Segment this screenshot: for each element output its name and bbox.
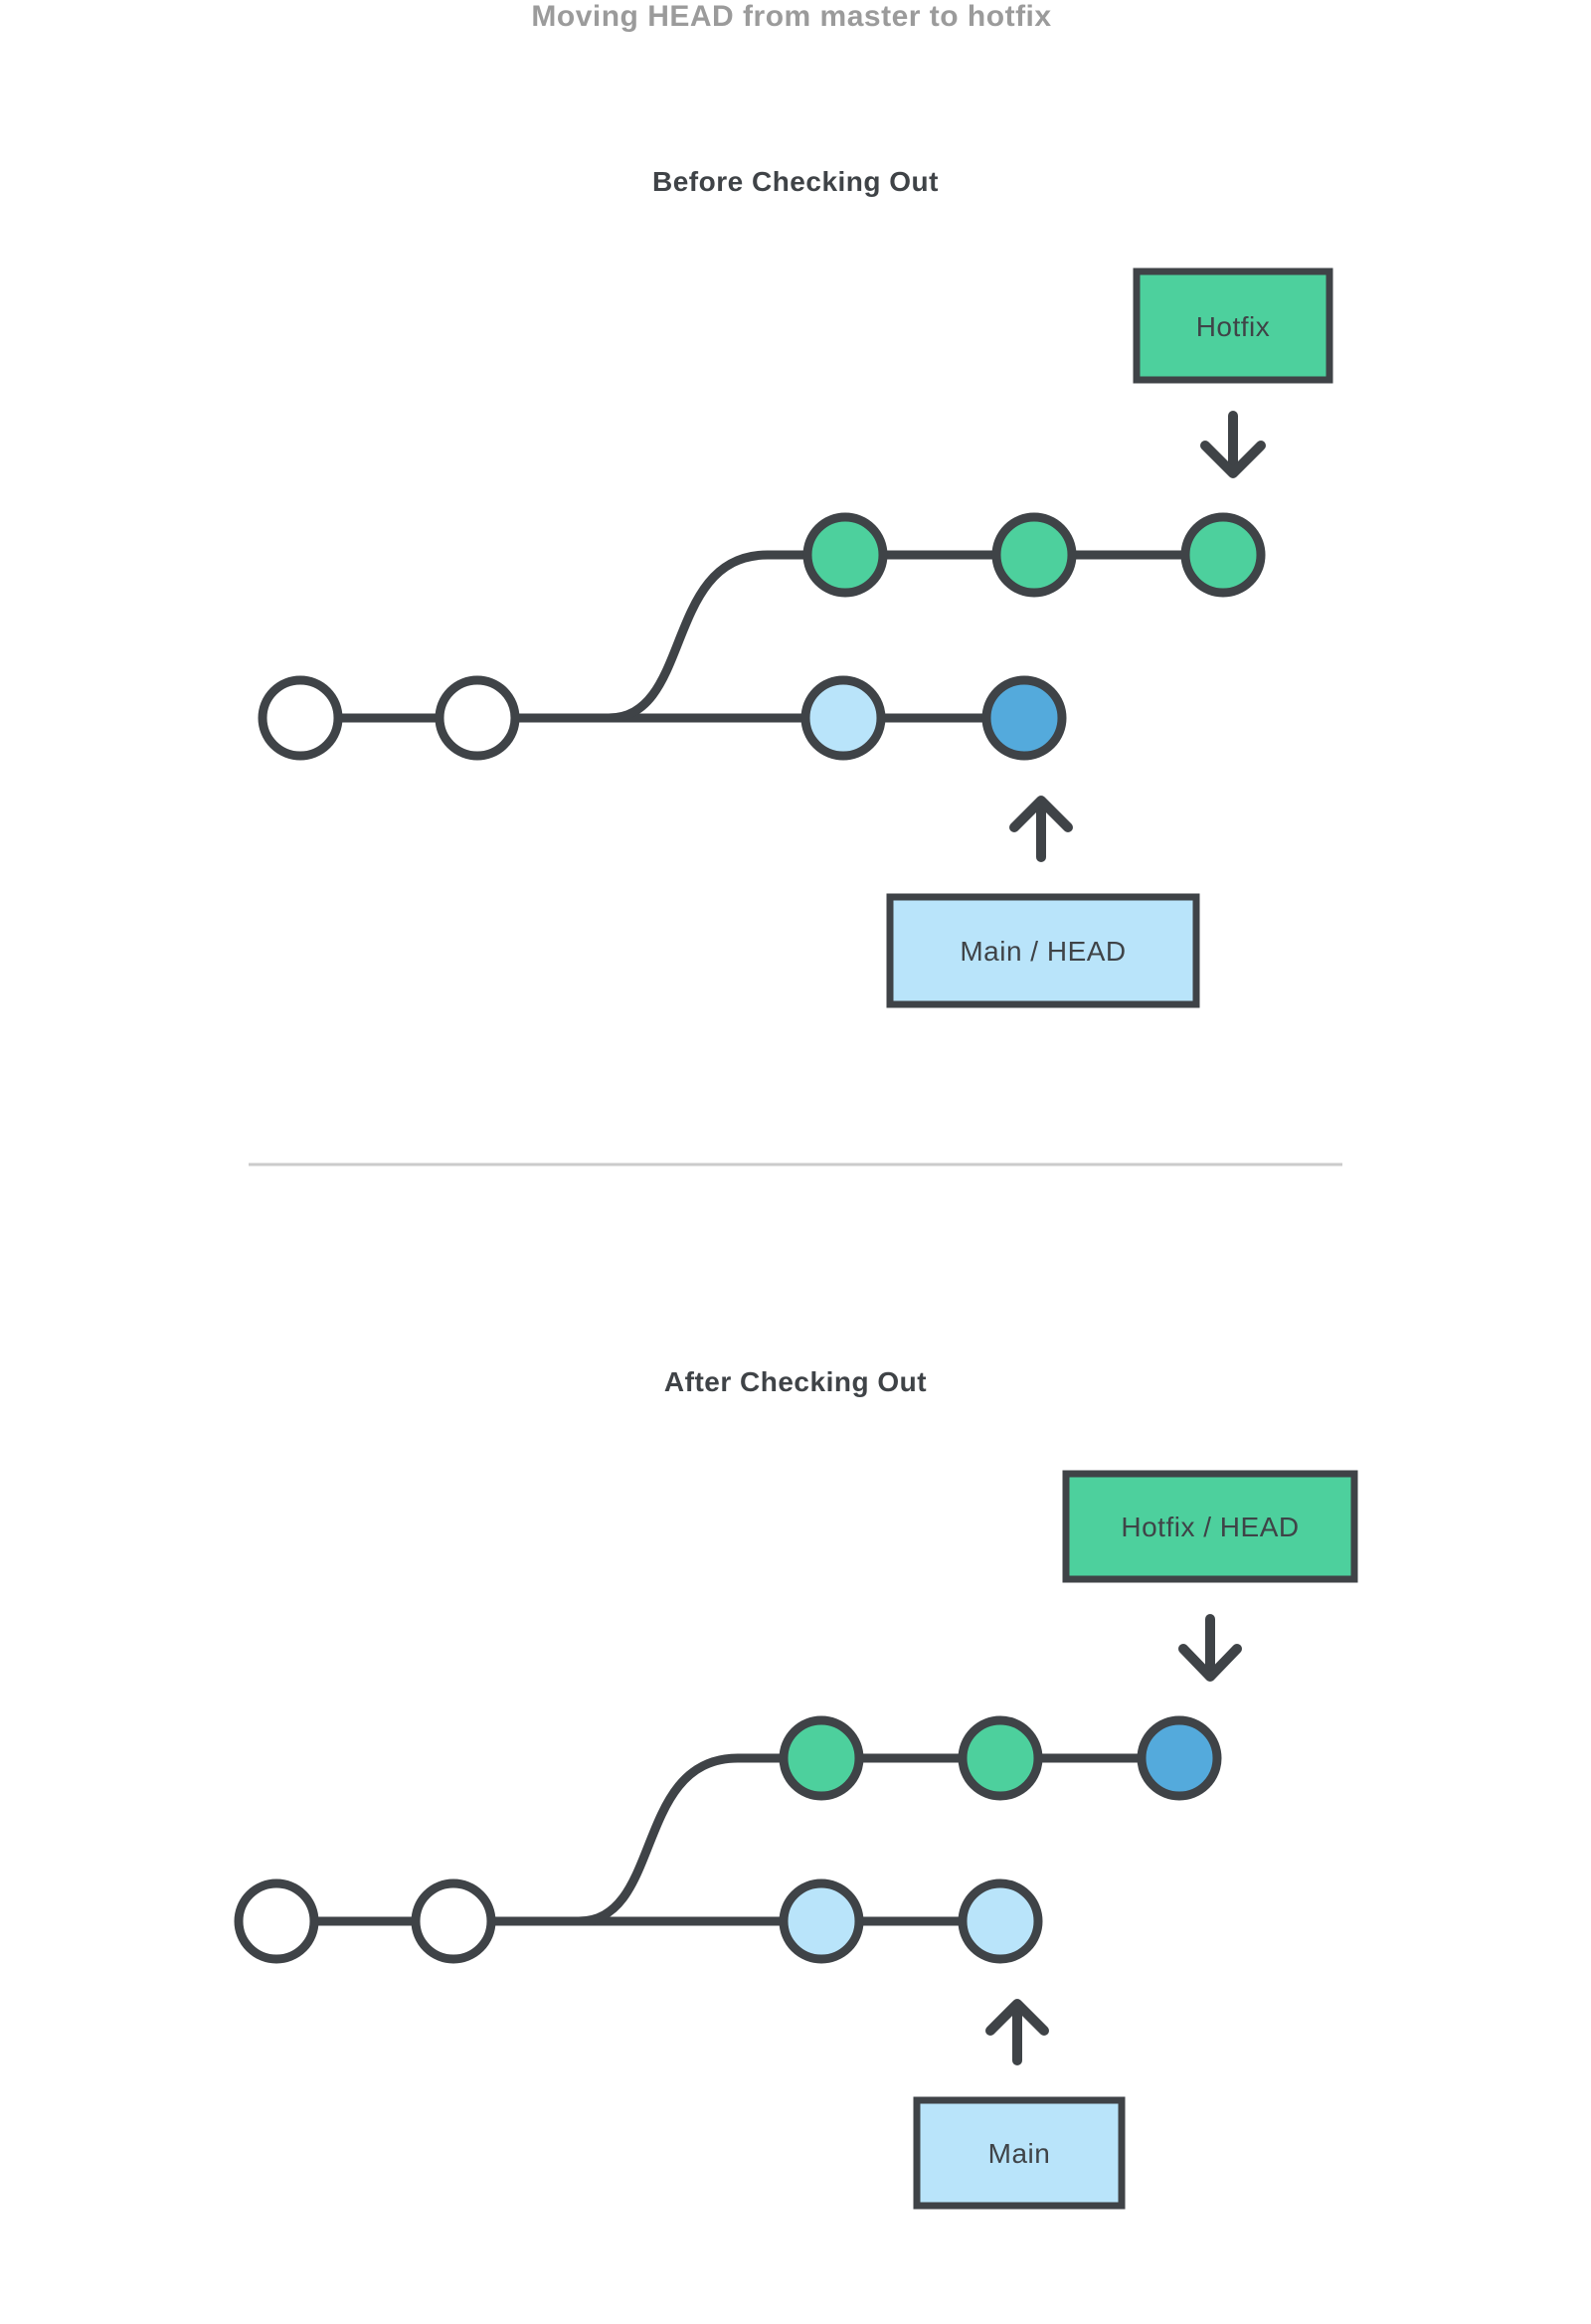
page-title: Moving HEAD from master to hotfix: [531, 0, 1051, 33]
before-main-commit-2: [435, 675, 520, 761]
before-main-commit-3: [800, 675, 886, 761]
after-main-label-box: [913, 2096, 1126, 2210]
after-hotfix-label-box: [1062, 1470, 1358, 1583]
up-arrow-head-icon: [985, 1999, 1049, 2036]
after-main-commit-3: [779, 1878, 864, 1964]
before-heading: Before Checking Out: [652, 166, 939, 197]
before-hotfix-commit-1: [802, 512, 888, 598]
before-hotfix-label: Hotfix: [1196, 311, 1271, 342]
up-arrow-head-icon: [1009, 796, 1073, 832]
after-branch-fork-curve: [578, 1753, 739, 1926]
after-main-commit-4: [958, 1878, 1043, 1964]
before-main-label-box: [886, 893, 1200, 1008]
after-panel: After Checking Out Hotfix / HEAD: [234, 1366, 1358, 2210]
before-hotfix-commit-3: [1180, 512, 1266, 598]
down-arrow-head-icon: [1200, 441, 1266, 478]
after-hotfix-label: Hotfix / HEAD: [1121, 1512, 1299, 1542]
before-panel: Before Checking Out Hotfix: [258, 166, 1333, 1008]
before-hotfix-commit-2: [991, 512, 1077, 598]
after-hotfix-commit-2: [958, 1715, 1043, 1801]
after-main-commit-1: [234, 1878, 319, 1964]
after-hotfix-commit-1: [779, 1715, 864, 1801]
after-main-commit-2: [411, 1878, 496, 1964]
down-arrow-head-icon: [1178, 1644, 1242, 1682]
before-main-commit-1: [258, 675, 343, 761]
before-main-commit-4-head: [981, 675, 1067, 761]
after-hotfix-commit-3-head: [1137, 1715, 1222, 1801]
after-heading: After Checking Out: [664, 1366, 927, 1397]
after-main-label: Main: [988, 2138, 1051, 2169]
before-hotfix-label-box: [1133, 268, 1333, 384]
before-main-label: Main / HEAD: [960, 936, 1126, 967]
before-branch-fork-curve: [608, 550, 769, 723]
